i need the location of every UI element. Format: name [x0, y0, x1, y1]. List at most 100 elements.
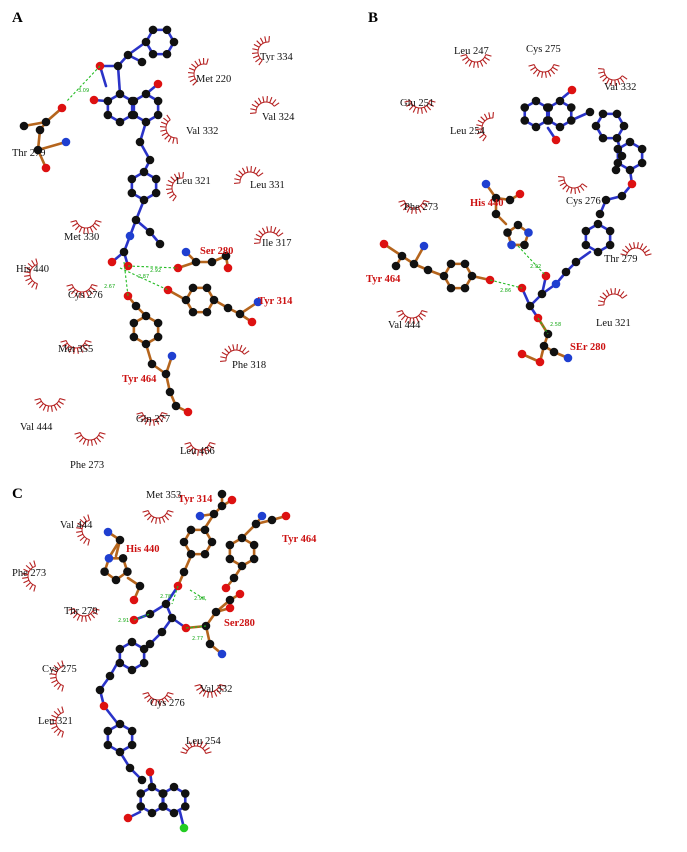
hydrophobic-tick	[29, 584, 34, 590]
carbon-atom	[41, 117, 51, 127]
hydrophobic-tick	[188, 741, 193, 748]
carbon-atom	[625, 137, 635, 147]
hydrophobic-tick	[61, 706, 64, 713]
carbon-atom	[612, 109, 622, 119]
oxygen-atom	[183, 407, 193, 417]
hydrophobic-tick	[86, 227, 89, 234]
hydrophobic-tick	[552, 66, 558, 71]
hydrophobic-tick	[90, 286, 96, 291]
hydrophobic-tick	[169, 193, 175, 199]
hydrophobic-tick	[254, 238, 261, 241]
hydrophobic-tick	[25, 582, 31, 588]
carbon-atom	[180, 802, 190, 811]
carbon-atom	[153, 318, 163, 328]
oxygen-atom	[163, 285, 173, 295]
carbon-atom	[637, 158, 647, 168]
hydrophobic-tick	[98, 434, 104, 439]
carbon-atom	[115, 747, 125, 757]
carbon-atom	[237, 561, 247, 571]
hydrophobic-tick	[644, 249, 650, 254]
hydrophobic-arc	[65, 340, 87, 349]
carbon-atom	[131, 301, 141, 311]
carbon-atom	[619, 121, 629, 131]
residue-label: Leu 331	[250, 180, 285, 191]
carbon-atom	[612, 133, 622, 143]
oxygen-atom	[123, 261, 133, 271]
hbond-distance: 2.87	[138, 274, 149, 280]
hydrophobic-tick	[423, 106, 428, 113]
hydrophobic-tick	[254, 100, 260, 106]
nitrogen-atom	[419, 241, 429, 251]
hydrophobic-tick	[239, 344, 243, 351]
hydrophobic-tick	[66, 284, 73, 287]
hydrophobic-tick	[203, 448, 208, 455]
hydrogen-bond	[133, 613, 151, 621]
hydrophobic-tick	[161, 412, 168, 415]
hydrophobic-tick	[528, 64, 535, 67]
carbon-atom	[127, 637, 137, 647]
hydrophobic-tick	[605, 78, 610, 85]
hydrophobic-tick	[579, 185, 585, 191]
carbon-atom	[161, 599, 171, 609]
hydrophobic-tick	[31, 282, 36, 288]
residue-label: His 440	[470, 198, 504, 209]
carbon-atom	[520, 103, 530, 112]
carbon-atom	[531, 96, 541, 106]
hydrophobic-tick	[464, 59, 470, 65]
hydrophobic-tick	[404, 316, 409, 323]
carbon-atom	[223, 303, 233, 313]
hydrophobic-tick	[25, 277, 32, 282]
hydrophobic-tick	[482, 59, 488, 65]
hydrophobic-tick	[136, 412, 143, 415]
hydrophobic-tick	[188, 447, 194, 453]
hydrophobic-tick	[598, 68, 605, 70]
hydrophobic-tick	[614, 79, 616, 86]
residue-label: His 440	[126, 544, 160, 555]
hydrophobic-tick	[269, 96, 273, 103]
carbon-atom	[162, 49, 172, 59]
hydrophobic-tick	[645, 253, 652, 256]
hbond-distance: 2.86	[500, 288, 511, 294]
hydrophobic-tick	[253, 166, 257, 173]
hydrophobic-arc	[79, 432, 101, 441]
hydrophobic-tick	[144, 512, 150, 517]
hydrophobic-tick	[184, 743, 190, 749]
carbon-atom	[207, 537, 217, 547]
residue-label: Cys 276	[68, 290, 103, 301]
hydrophobic-tick	[202, 690, 207, 697]
bond	[36, 140, 68, 152]
carbon-atom	[555, 96, 565, 106]
hydrophobic-tick	[78, 226, 83, 233]
hydrophobic-tick	[476, 124, 483, 127]
hydrophobic-tick	[182, 172, 184, 179]
hydrophobic-tick	[408, 105, 414, 111]
hydrophobic-tick	[423, 200, 430, 203]
hydrophobic-tick	[617, 79, 621, 86]
hydrophobic-tick	[188, 75, 195, 78]
hydrophobic-tick	[198, 689, 204, 695]
hydrophobic-tick	[99, 432, 106, 435]
hydrophobic-tick	[581, 183, 588, 188]
panel-label: B	[368, 10, 378, 26]
carbon-atom	[137, 775, 147, 785]
carbon-atom	[581, 226, 591, 236]
hydrophobic-tick	[166, 512, 172, 517]
carbon-atom	[103, 726, 113, 736]
hydrophobic-tick	[570, 187, 573, 194]
hydrophobic-tick	[610, 79, 613, 86]
carbon-atom	[113, 61, 123, 71]
carbon-atom	[617, 191, 627, 201]
carbon-atom	[148, 25, 158, 35]
oxygen-atom	[281, 511, 291, 521]
nitrogen-atom	[125, 231, 135, 241]
hydrophobic-tick	[95, 220, 102, 223]
carbon-atom	[544, 116, 554, 125]
hydrophobic-tick	[411, 207, 414, 214]
hydrophobic-tick	[636, 242, 639, 249]
hydrophobic-arc	[465, 54, 487, 63]
oxygen-atom	[567, 85, 577, 95]
residue-label: Leu 247	[454, 46, 489, 57]
carbon-atom	[460, 259, 470, 269]
